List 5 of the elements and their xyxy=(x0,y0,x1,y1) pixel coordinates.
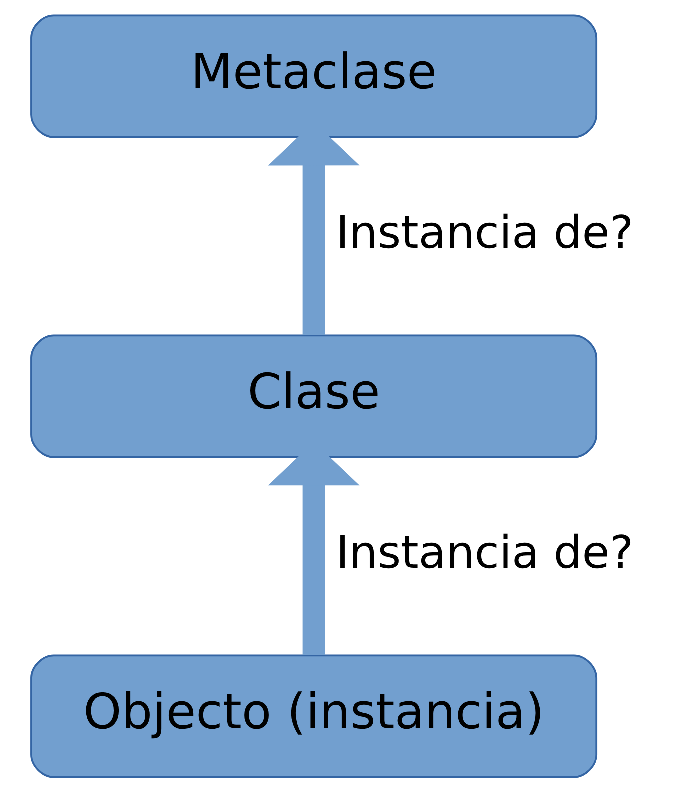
edge-label: Instancia de? xyxy=(336,206,634,260)
node-box: Objecto (instancia) xyxy=(30,654,598,778)
node-box: Clase xyxy=(30,334,598,458)
node-box: Metaclase xyxy=(30,14,598,138)
edge-label: Instancia de? xyxy=(336,526,634,580)
